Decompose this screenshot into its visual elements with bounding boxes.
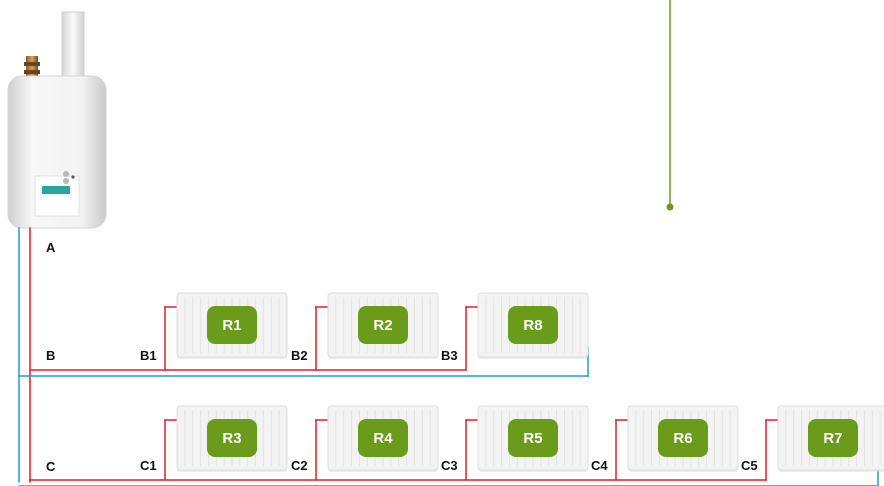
branch-label-b: B [46, 348, 55, 363]
boiler-display [42, 186, 70, 194]
radiator-badge [207, 419, 257, 457]
tap-label-b3: B3 [441, 348, 458, 363]
radiator-badge [808, 419, 858, 457]
radiator-label-r6: R6 [673, 430, 692, 447]
tap-label-c3: C3 [441, 458, 458, 473]
radiator-label-r8: R8 [523, 317, 542, 334]
radiator-badge [358, 306, 408, 344]
branch-label-c: C [46, 459, 56, 474]
radiator-label-r7: R7 [823, 430, 842, 447]
radiator-label-r1: R1 [222, 317, 241, 334]
radiator-badge [207, 306, 257, 344]
boiler-icon [7, 11, 107, 229]
tap-label-c5: C5 [741, 458, 758, 473]
radiator-label-r4: R4 [373, 430, 393, 447]
radiator-badge [508, 306, 558, 344]
radiator-badge [358, 419, 408, 457]
radiator-icon: R1 [176, 292, 288, 359]
radiator-icon: R8 [477, 292, 589, 359]
tap-label-b2: B2 [291, 348, 308, 363]
radiator-icon: R4 [327, 405, 439, 472]
tap-label-c1: C1 [140, 458, 157, 473]
tap-label-c2: C2 [291, 458, 308, 473]
sensor-dot [666, 203, 674, 211]
radiator-badge [658, 419, 708, 457]
radiator-icon: R3 [176, 405, 288, 472]
pipe-network [18, 0, 879, 486]
radiator-icon: R2 [327, 292, 439, 359]
radiator-label-r3: R3 [222, 430, 241, 447]
radiator-icon: R7 [777, 405, 884, 472]
radiator-badge [508, 419, 558, 457]
radiator-label-r5: R5 [523, 430, 542, 447]
radiator-icon: R5 [477, 405, 589, 472]
radiator-label-r2: R2 [373, 317, 392, 334]
branch-label-a: A [46, 240, 56, 255]
tap-label-c4: C4 [591, 458, 608, 473]
tap-label-b1: B1 [140, 348, 157, 363]
radiator-icon: R6 [627, 405, 739, 472]
